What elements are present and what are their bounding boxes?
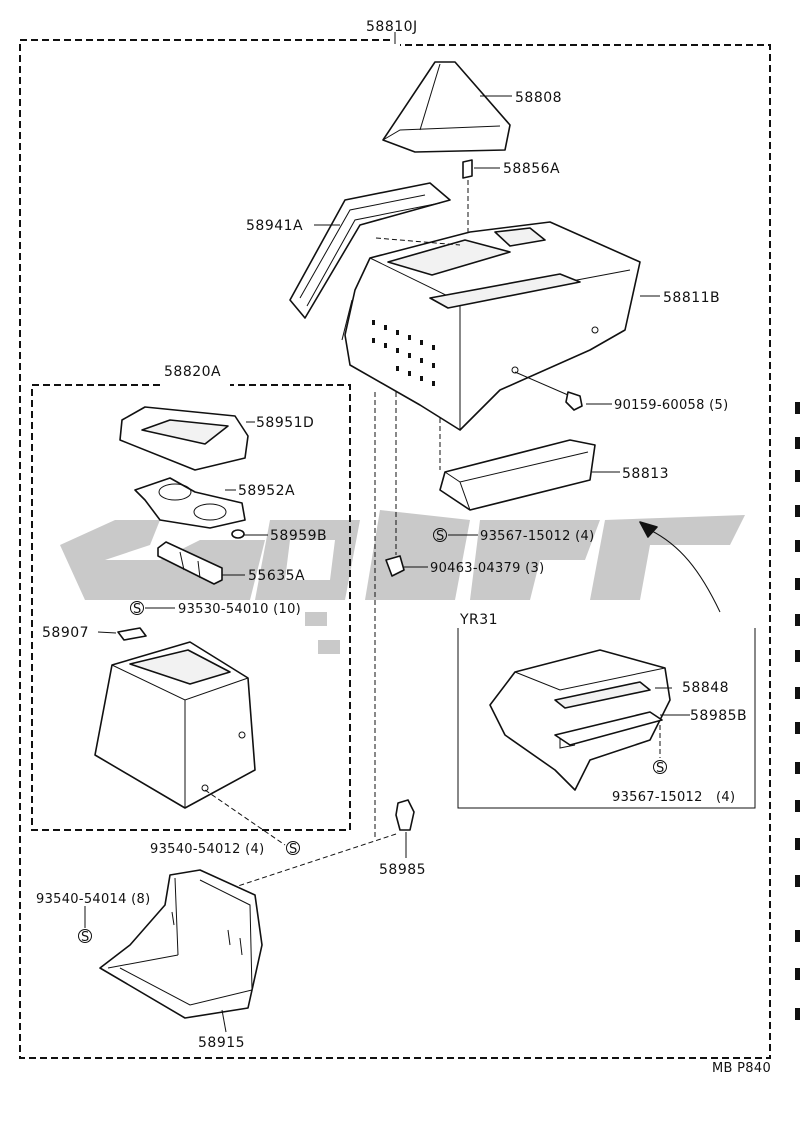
label-58985: 58985 [379,862,426,878]
bracket-55635A [157,541,223,585]
console-box-58811B [341,221,641,431]
s-washer-icon: S [653,760,667,776]
label-58959B: 58959B [270,528,327,544]
svg-text:S: S [436,529,445,544]
label-58811B: 58811B [663,290,720,306]
label-58985B: 58985B [690,708,747,724]
label-93530: 93530-54010 (10) [178,602,301,617]
s-washer-icon: S [78,929,92,945]
clip-58856A [462,159,473,232]
reference-arrow [639,521,721,613]
assembly-boundary-58810J [19,39,771,1059]
trim-strip-58941A [289,182,451,319]
svg-text:S: S [133,602,142,617]
console-box-58820A [94,641,256,809]
label-93567-b-qty: (4) [716,790,735,805]
subassembly-boundary-58820A [31,384,351,831]
label-93540-54014: 93540-54014 (8) [36,892,150,907]
label-58808: 58808 [515,90,562,106]
console-yr31 [489,649,671,791]
label-90463: 90463-04379 (3) [430,561,544,576]
clip-90463 [385,555,405,577]
console-vent-holes [372,320,435,386]
label-58813: 58813 [622,466,669,482]
s-washer-icon: S [130,601,144,617]
label-58820A: 58820A [164,364,221,380]
label-yr31: YR31 [459,612,498,628]
label-58848: 58848 [682,680,729,696]
svg-text:S: S [656,761,665,776]
label-58907: 58907 [42,625,89,641]
s-washer-icon: S [286,841,300,857]
figure-code: MB P840 [712,1061,771,1076]
scan-edge-marks [795,402,800,1020]
clip-58985 [395,799,415,831]
clip-58907 [117,627,147,641]
label-58952A: 58952A [238,483,295,499]
label-93540-54012: 93540-54012 (4) [150,842,264,857]
label-58951D: 58951D [256,415,314,431]
label-58856A: 58856A [503,161,560,177]
shift-boot-58808 [382,61,511,153]
label-93567-b: 93567-15012 [612,790,703,805]
label-58915: 58915 [198,1035,245,1051]
label-58810J: 58810J [366,19,418,35]
label-55635A: 55635A [248,568,305,584]
svg-text:S: S [81,930,90,945]
label-90159: 90159-60058 (5) [614,398,728,413]
s-washer-icon: S [433,528,447,544]
screw-90159 [514,371,583,411]
lid-58951D [119,406,249,471]
label-93567-a: 93567-15012 (4) [480,529,594,544]
cup-holder-58952A [134,477,246,529]
tray-58813 [439,439,596,511]
watermark-logo [60,510,745,654]
yr31-boundary [457,628,756,809]
label-58941A: 58941A [246,218,303,234]
bottom-cover-58915 [99,869,263,1019]
pad-58959B [231,529,245,539]
svg-text:S: S [289,842,298,857]
